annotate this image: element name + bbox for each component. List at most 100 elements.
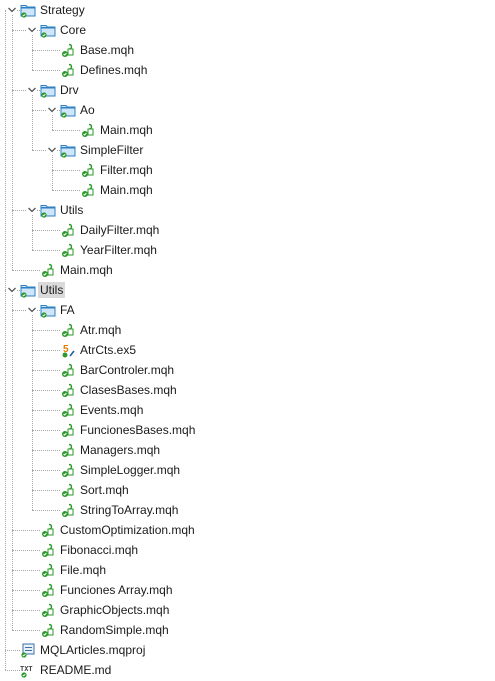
chevron-down-icon[interactable]: [27, 84, 37, 94]
mqh-file-icon: [40, 602, 56, 618]
tree-file-row[interactable]: Main.mqh: [0, 260, 495, 280]
tree-item-label: StringToArray.mqh: [80, 503, 179, 517]
tree-item-label: File.mqh: [60, 563, 107, 577]
tree-item-label: Fibonacci.mqh: [60, 543, 139, 557]
tree-item-label: SimpleLogger.mqh: [80, 463, 181, 477]
tree-connector: [32, 50, 60, 51]
tree-item-label: ClasesBases.mqh: [80, 383, 177, 397]
tree-file-row[interactable]: Atr.mqh: [0, 320, 495, 340]
tree-file-row[interactable]: Sort.mqh: [0, 480, 495, 500]
chevron-down-icon[interactable]: [27, 304, 37, 314]
tree-file-row[interactable]: ClasesBases.mqh: [0, 380, 495, 400]
tree-connector: [32, 370, 60, 371]
tree-item-label: Defines.mqh: [80, 63, 148, 77]
tree-item-label: Events.mqh: [80, 403, 144, 417]
tree-folder-row[interactable]: Strategy: [0, 0, 495, 20]
mqh-file-icon: [60, 502, 76, 518]
mqh-file-icon: [60, 402, 76, 418]
tree-connector: [12, 570, 40, 571]
tree-folder-row[interactable]: Core: [0, 20, 495, 40]
chevron-down-icon[interactable]: [27, 24, 37, 34]
tree-file-row[interactable]: Main.mqh: [0, 120, 495, 140]
mqh-file-icon: [60, 242, 76, 258]
mqh-file-icon: [40, 582, 56, 598]
tree-connector: [52, 130, 80, 131]
text-file-icon: TXT: [20, 662, 36, 678]
tree-connector: [32, 330, 60, 331]
tree-folder-row[interactable]: FA: [0, 300, 495, 320]
tree-file-row[interactable]: MQLArticles.mqproj: [0, 640, 495, 660]
tree-file-row[interactable]: Funciones Array.mqh: [0, 580, 495, 600]
tree-connector: [12, 30, 40, 31]
chevron-down-icon[interactable]: [47, 104, 57, 114]
tree-item-label: Main.mqh: [60, 263, 113, 277]
tree-connector: [32, 470, 60, 471]
tree-item-label: SimpleFilter: [80, 143, 144, 157]
project-file-icon: [20, 642, 36, 658]
tree-folder-row[interactable]: Utils: [0, 200, 495, 220]
tree-item-label: RandomSimple.mqh: [60, 623, 169, 637]
ex5-file-icon: 5: [60, 342, 76, 358]
tree-guide-line: [52, 155, 53, 190]
tree-file-row[interactable]: GraphicObjects.mqh: [0, 600, 495, 620]
tree-item-label: Core: [60, 23, 87, 37]
tree-folder-row[interactable]: Utils: [0, 280, 495, 300]
svg-text:5: 5: [63, 344, 69, 355]
chevron-down-icon[interactable]: [7, 284, 17, 294]
tree-file-row[interactable]: BarControler.mqh: [0, 360, 495, 380]
mqh-file-icon: [40, 622, 56, 638]
mqh-file-icon: [60, 62, 76, 78]
tree-connector: [12, 630, 40, 631]
tree-item-label: FuncionesBases.mqh: [80, 423, 196, 437]
tree-file-row[interactable]: Base.mqh: [0, 40, 495, 60]
mqh-file-icon: [60, 382, 76, 398]
tree-item-label: BarControler.mqh: [80, 363, 175, 377]
mqh-file-icon: [60, 482, 76, 498]
tree-file-row[interactable]: File.mqh: [0, 560, 495, 580]
tree-file-row[interactable]: Main.mqh: [0, 180, 495, 200]
mqh-file-icon: [40, 262, 56, 278]
tree-item-label: AtrCts.ex5: [80, 343, 137, 357]
tree-file-row[interactable]: RandomSimple.mqh: [0, 620, 495, 640]
tree-file-row[interactable]: CustomOptimization.mqh: [0, 520, 495, 540]
tree-item-label: YearFilter.mqh: [80, 243, 157, 257]
tree-item-label: Atr.mqh: [80, 323, 122, 337]
mqh-file-icon: [80, 162, 96, 178]
folder-icon: [60, 142, 76, 158]
tree-item-label: CustomOptimization.mqh: [60, 523, 195, 537]
tree-file-row[interactable]: FuncionesBases.mqh: [0, 420, 495, 440]
tree-guide-line: [32, 35, 33, 70]
tree-file-row[interactable]: SimpleLogger.mqh: [0, 460, 495, 480]
mqh-file-icon: [60, 42, 76, 58]
tree-guide-line: [12, 295, 13, 630]
tree-folder-row[interactable]: SimpleFilter: [0, 140, 495, 160]
tree-file-row[interactable]: YearFilter.mqh: [0, 240, 495, 260]
tree-guide-line: [32, 315, 33, 510]
tree-connector: [12, 590, 40, 591]
tree-guide-line: [52, 115, 53, 130]
tree-file-row[interactable]: Defines.mqh: [0, 60, 495, 80]
tree-item-label: Main.mqh: [100, 123, 153, 137]
svg-text:TXT: TXT: [20, 665, 33, 673]
tree-file-row[interactable]: Filter.mqh: [0, 160, 495, 180]
chevron-down-icon[interactable]: [47, 144, 57, 154]
tree-file-row[interactable]: Events.mqh: [0, 400, 495, 420]
tree-connector: [32, 70, 60, 71]
tree-item-label: Filter.mqh: [100, 163, 153, 177]
tree-folder-row[interactable]: Drv: [0, 80, 495, 100]
tree-file-row[interactable]: Managers.mqh: [0, 440, 495, 460]
tree-guide-line: [32, 215, 33, 250]
tree-file-row[interactable]: DailyFilter.mqh: [0, 220, 495, 240]
mqh-file-icon: [60, 462, 76, 478]
chevron-down-icon[interactable]: [7, 4, 17, 14]
tree-file-row[interactable]: StringToArray.mqh: [0, 500, 495, 520]
tree-folder-row[interactable]: Ao: [0, 100, 495, 120]
tree-file-row[interactable]: 5 AtrCts.ex5: [0, 340, 495, 360]
tree-file-row[interactable]: Fibonacci.mqh: [0, 540, 495, 560]
tree-connector: [32, 250, 60, 251]
tree-item-label: FA: [60, 303, 75, 317]
tree-item-label: Main.mqh: [100, 183, 153, 197]
chevron-down-icon[interactable]: [27, 204, 37, 214]
